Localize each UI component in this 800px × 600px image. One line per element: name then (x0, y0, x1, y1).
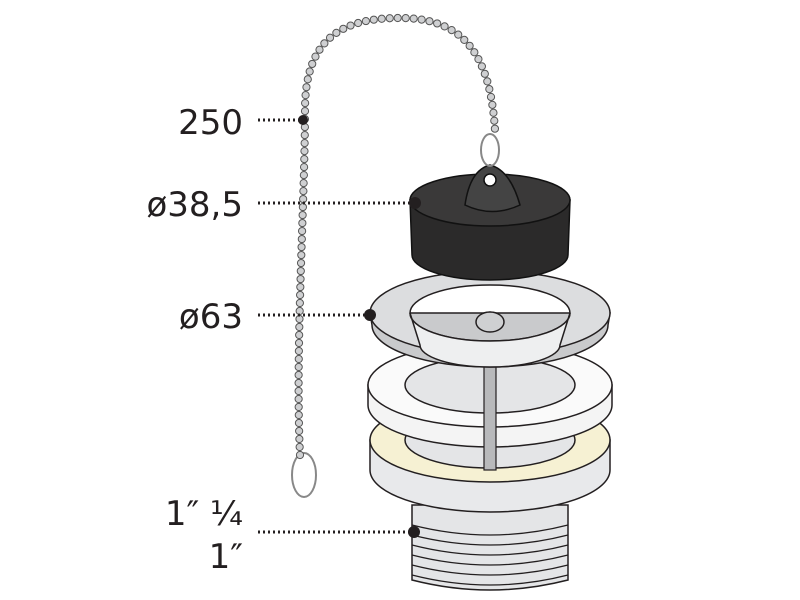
chain-bead (440, 22, 449, 31)
chain-bead (311, 52, 320, 61)
chain-bead (489, 108, 498, 117)
chain-bead (294, 346, 303, 356)
chain-bead (305, 67, 314, 76)
chain-bead (297, 234, 306, 244)
chain-bead (294, 394, 303, 404)
chain-bead (308, 59, 317, 69)
thread-small-label: 1″ (208, 537, 243, 577)
chain-bead (377, 14, 386, 23)
chain-bead (295, 322, 304, 332)
chain-bead (460, 35, 469, 44)
chain-bead (297, 250, 306, 260)
chain-bead (299, 162, 309, 172)
chain-bead (294, 354, 303, 364)
chain-bead (361, 16, 371, 26)
chain-bead (488, 100, 497, 109)
chain-bead (294, 362, 303, 372)
chain-bead (295, 298, 304, 308)
chain-bead (299, 186, 308, 196)
chain-bead (417, 15, 426, 24)
chain-bead (295, 442, 304, 452)
chain-bead (294, 418, 304, 428)
chain-bead (477, 62, 486, 71)
chain-bead (490, 124, 500, 133)
chain-bead (385, 14, 394, 23)
chain-bead (295, 426, 304, 436)
chain-bead (294, 378, 303, 388)
chain-bead (294, 338, 304, 348)
chain-bead (369, 15, 378, 24)
ball-chain (294, 13, 500, 460)
chain-bead (480, 69, 489, 78)
chain-bead (295, 330, 304, 340)
flange-ring (369, 270, 611, 368)
chain-bead (296, 282, 305, 292)
chain-bead (298, 218, 307, 228)
chain-bead (299, 178, 308, 188)
chain-bead (332, 28, 341, 37)
chain-bead (474, 55, 483, 64)
chain-bead (409, 14, 418, 23)
chain-bead (346, 21, 355, 30)
thread-large-label: 1″ ¼ (164, 494, 243, 534)
chain-bead (301, 91, 310, 100)
chain-bead (296, 266, 305, 276)
chain-bead (354, 18, 363, 28)
chain-bead (298, 210, 307, 220)
rubber-stopper (409, 164, 571, 281)
chain-bead (295, 434, 304, 444)
chain-bead (295, 290, 305, 300)
chain-bead (295, 314, 304, 324)
chain-bead (470, 48, 479, 57)
flange-diameter-label: ø63 (178, 297, 243, 337)
chain-bead (303, 75, 312, 84)
chain-bead (454, 30, 463, 39)
chain-bead (298, 202, 307, 212)
chain-bead (393, 13, 402, 23)
chain-bead (490, 116, 499, 125)
chain-bead (300, 155, 309, 164)
chain-bead (294, 410, 303, 420)
chain-bead (433, 19, 442, 28)
chain-bead (320, 39, 329, 48)
chain-bead (295, 450, 305, 460)
chain-bead (325, 33, 335, 42)
chain-bead (300, 131, 309, 140)
chain-bead (447, 26, 456, 35)
chain-bead (301, 99, 310, 108)
chain-bead (425, 17, 434, 26)
chain-bead (401, 14, 410, 23)
chain-bead (339, 24, 348, 33)
stopper-diameter-label: ø38,5 (146, 185, 243, 225)
chain-bead (300, 107, 310, 116)
chain-bead (294, 370, 303, 380)
chain-bead (294, 402, 303, 412)
chain-rings (291, 133, 500, 498)
chain-bead (483, 77, 492, 86)
chain-bead (294, 386, 303, 396)
chain-length-label: 250 (178, 103, 243, 143)
leader-lines (258, 115, 421, 538)
chain-bead (485, 85, 494, 94)
chain-bead (296, 274, 305, 284)
chain-bead (300, 139, 309, 148)
chain-bead (315, 45, 324, 54)
chain-bead (296, 258, 306, 268)
threaded-body (411, 504, 569, 591)
chain-bead (297, 242, 306, 252)
chain-bead (486, 92, 496, 102)
chain-bead (300, 147, 309, 156)
chain-bead (297, 226, 307, 236)
chain-bead (465, 41, 474, 50)
chain-bead (302, 83, 311, 92)
chain-bead (299, 170, 308, 180)
